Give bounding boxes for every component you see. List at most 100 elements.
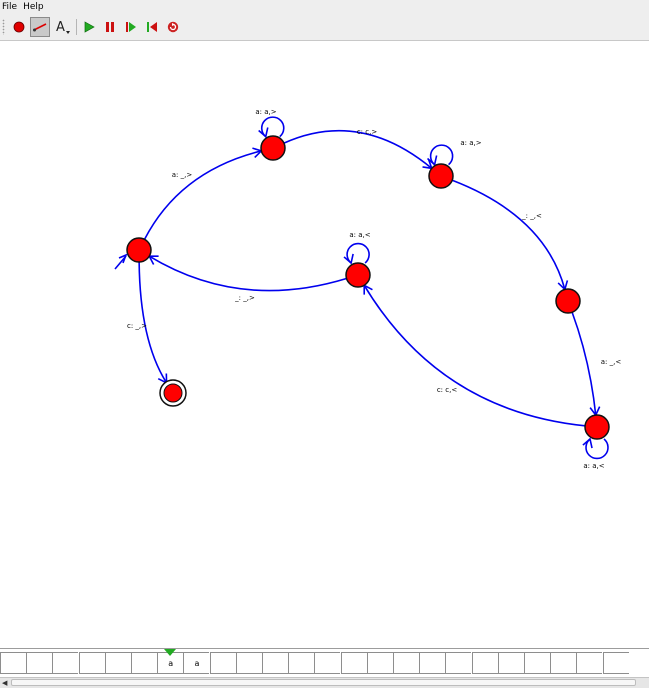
- state-q5[interactable]: [345, 262, 371, 288]
- transition-edge[interactable]: [143, 150, 262, 240]
- arrow-line-icon: [33, 23, 47, 32]
- scrollbar-thumb[interactable]: [11, 679, 636, 686]
- transition-q4-q4[interactable]: a: a,<: [582, 437, 609, 470]
- transition-edge[interactable]: [363, 284, 586, 427]
- run-button[interactable]: [79, 17, 99, 37]
- state-diagram[interactable]: a: _,> a: a,> c: c,> a: a,> _: _,< a: _,< a: a…: [0, 41, 649, 647]
- step-back-icon: [147, 22, 157, 32]
- tape-cell[interactable]: [26, 652, 53, 674]
- tape-cell[interactable]: [235, 652, 262, 674]
- initial-state-line: [114, 255, 127, 270]
- state-circle[interactable]: [555, 288, 581, 314]
- tape-cell[interactable]: [78, 652, 105, 674]
- arrowhead: [343, 253, 354, 265]
- transition-q0-q1[interactable]: a: _,>: [143, 147, 263, 240]
- state-circle[interactable]: [260, 135, 286, 161]
- transition-q5-q5[interactable]: a: a,<: [343, 231, 371, 265]
- transition-label: a: a,<: [349, 231, 370, 239]
- transition-edge[interactable]: [148, 255, 347, 292]
- state-circle[interactable]: [428, 163, 454, 189]
- state-q0[interactable]: [114, 237, 152, 270]
- reset-icon: [167, 21, 179, 33]
- step-forward-button[interactable]: [121, 17, 141, 37]
- text-tool-button[interactable]: A: [52, 17, 72, 37]
- menu-file[interactable]: File: [2, 2, 18, 12]
- tape-cell[interactable]: [104, 652, 131, 674]
- state-q1[interactable]: [260, 135, 286, 161]
- tape-cell[interactable]: [366, 652, 393, 674]
- tape-cell[interactable]: [602, 652, 629, 674]
- tape-cell[interactable]: [524, 652, 550, 674]
- transition-label: a: a,>: [255, 108, 276, 116]
- tape-cell[interactable]: [52, 652, 79, 674]
- transition-q5-q0[interactable]: _: _,>: [147, 255, 347, 302]
- tape-cell[interactable]: [497, 652, 524, 674]
- transition-edge[interactable]: [571, 311, 597, 416]
- text-a-icon: A: [56, 20, 70, 35]
- tape-cell[interactable]: [576, 652, 603, 674]
- horizontal-scrollbar[interactable]: ◀: [0, 677, 649, 688]
- red-circle-icon: [13, 21, 25, 33]
- transition-q0-q6[interactable]: c: _,>: [127, 261, 168, 385]
- transition-edge[interactable]: [138, 261, 168, 384]
- tape-cell[interactable]: [288, 652, 315, 674]
- pause-button[interactable]: [100, 17, 120, 37]
- state-q6[interactable]: [159, 379, 187, 407]
- self-loop-edge[interactable]: [261, 116, 285, 138]
- toolbar-grip[interactable]: [2, 19, 5, 35]
- tape-cell[interactable]: [393, 652, 419, 674]
- transition-label: c: c,<: [437, 386, 458, 394]
- transition-edge[interactable]: [283, 129, 433, 169]
- tape-cell[interactable]: [209, 652, 236, 674]
- transition-label: a: _,<: [601, 358, 622, 366]
- transition-label: c: _,>: [127, 322, 147, 330]
- tape-cell[interactable]: [550, 652, 577, 674]
- transition-label: a: a,<: [583, 462, 604, 470]
- state-circle[interactable]: [163, 383, 183, 403]
- tape-cell[interactable]: [445, 652, 472, 674]
- tape-cell[interactable]: [314, 652, 341, 674]
- transition-q4-q5[interactable]: c: c,<: [363, 283, 586, 427]
- self-loop-edge[interactable]: [429, 144, 454, 166]
- tape-head-marker: [164, 649, 177, 656]
- tape-cell[interactable]: [262, 652, 288, 674]
- step-forward-icon: [126, 22, 136, 32]
- self-loop-edge[interactable]: [346, 242, 370, 264]
- transition-q2-q2[interactable]: a: a,>: [426, 139, 482, 167]
- state-q3[interactable]: [555, 288, 581, 314]
- state-q2[interactable]: [428, 163, 454, 189]
- initial-state-arrow: [118, 253, 128, 264]
- transition-q3-q4[interactable]: a: _,<: [571, 311, 622, 417]
- transition-q1-q1[interactable]: a: a,>: [255, 108, 285, 139]
- tape-cell[interactable]: [471, 652, 498, 674]
- transition-label: a: a,>: [460, 139, 481, 147]
- step-back-button[interactable]: [142, 17, 162, 37]
- state-circle[interactable]: [126, 237, 152, 263]
- scroll-left-icon[interactable]: ◀: [2, 679, 8, 687]
- transition-label: _: _,>: [234, 294, 255, 302]
- transition-q2-q3[interactable]: _: _,<: [451, 179, 569, 291]
- self-loop-edge[interactable]: [585, 438, 609, 460]
- transition-q1-q2[interactable]: c: c,>: [283, 128, 433, 170]
- tape-cell[interactable]: [131, 652, 157, 674]
- arrowhead: [426, 155, 438, 167]
- state-circle[interactable]: [345, 262, 371, 288]
- menu-help[interactable]: Help: [23, 2, 44, 12]
- toolbar-separator: [76, 19, 77, 35]
- diagram-canvas[interactable]: a: _,> a: a,> c: c,> a: a,> _: _,< a: _,< a: a…: [0, 41, 649, 647]
- transition-tool-button[interactable]: [30, 17, 50, 37]
- menu-bar: File Help: [0, 0, 649, 14]
- tape-cell[interactable]: [340, 652, 367, 674]
- tape-cell[interactable]: [0, 652, 26, 674]
- state-q4[interactable]: [584, 414, 610, 440]
- pause-icon: [106, 22, 114, 32]
- reset-button[interactable]: [163, 17, 183, 37]
- transition-label: _: _,<: [521, 212, 542, 220]
- tape-cell[interactable]: a: [183, 652, 210, 674]
- tape-cell[interactable]: [419, 652, 446, 674]
- transition-edge[interactable]: [451, 179, 566, 290]
- transition-label: c: c,>: [357, 128, 378, 136]
- arrowhead: [258, 127, 269, 139]
- state-tool-button[interactable]: [9, 17, 29, 37]
- state-circle[interactable]: [584, 414, 610, 440]
